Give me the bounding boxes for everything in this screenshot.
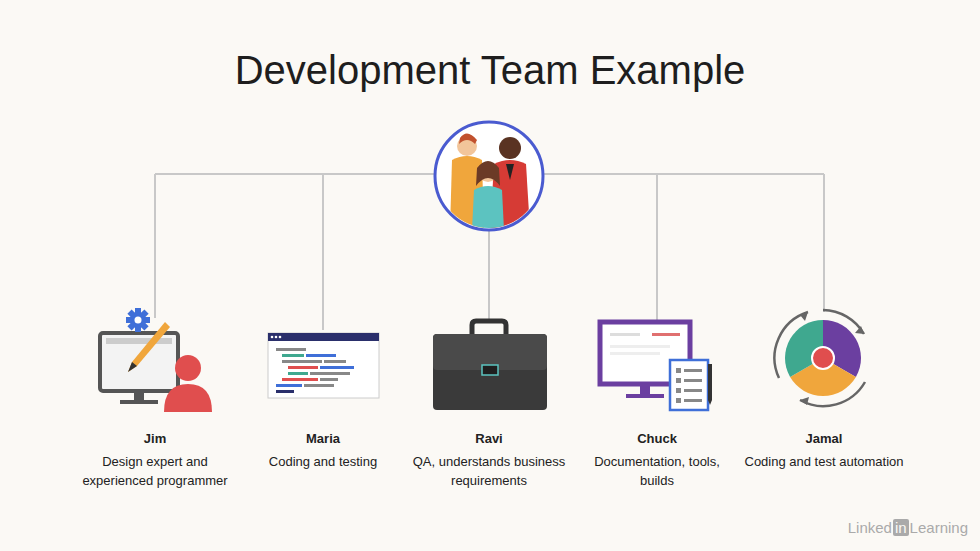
team-member: JimDesign expert and experienced program…	[70, 431, 240, 490]
team-member: RaviQA, understands business requirement…	[404, 431, 574, 490]
documentation-icon	[600, 322, 712, 410]
designer-icon	[100, 308, 212, 412]
team-avatar	[435, 122, 543, 230]
member-name: Jim	[70, 431, 240, 446]
member-name: Jamal	[744, 431, 904, 446]
watermark-text: in	[893, 519, 909, 536]
team-member: ChuckDocumentation, tools, builds	[577, 431, 737, 490]
member-role: Coding and test automation	[744, 452, 904, 471]
team-member: JamalCoding and test automation	[744, 431, 904, 471]
watermark-text: Linked	[848, 519, 892, 536]
diagram-title: Development Team Example	[0, 48, 980, 93]
member-role: QA, understands business requirements	[404, 452, 574, 490]
member-name: Ravi	[404, 431, 574, 446]
watermark-text: Learning	[910, 519, 968, 536]
briefcase-icon	[433, 321, 547, 410]
member-role: Coding and testing	[243, 452, 403, 471]
member-name: Maria	[243, 431, 403, 446]
member-role: Documentation, tools, builds	[577, 452, 737, 490]
team-member: MariaCoding and testing	[243, 431, 403, 471]
member-name: Chuck	[577, 431, 737, 446]
tree-lines	[155, 174, 824, 330]
cycle-icon	[775, 310, 865, 406]
member-role: Design expert and experienced programmer	[70, 452, 240, 490]
code-window-icon	[268, 333, 379, 398]
watermark: LinkedinLearning	[848, 519, 968, 536]
